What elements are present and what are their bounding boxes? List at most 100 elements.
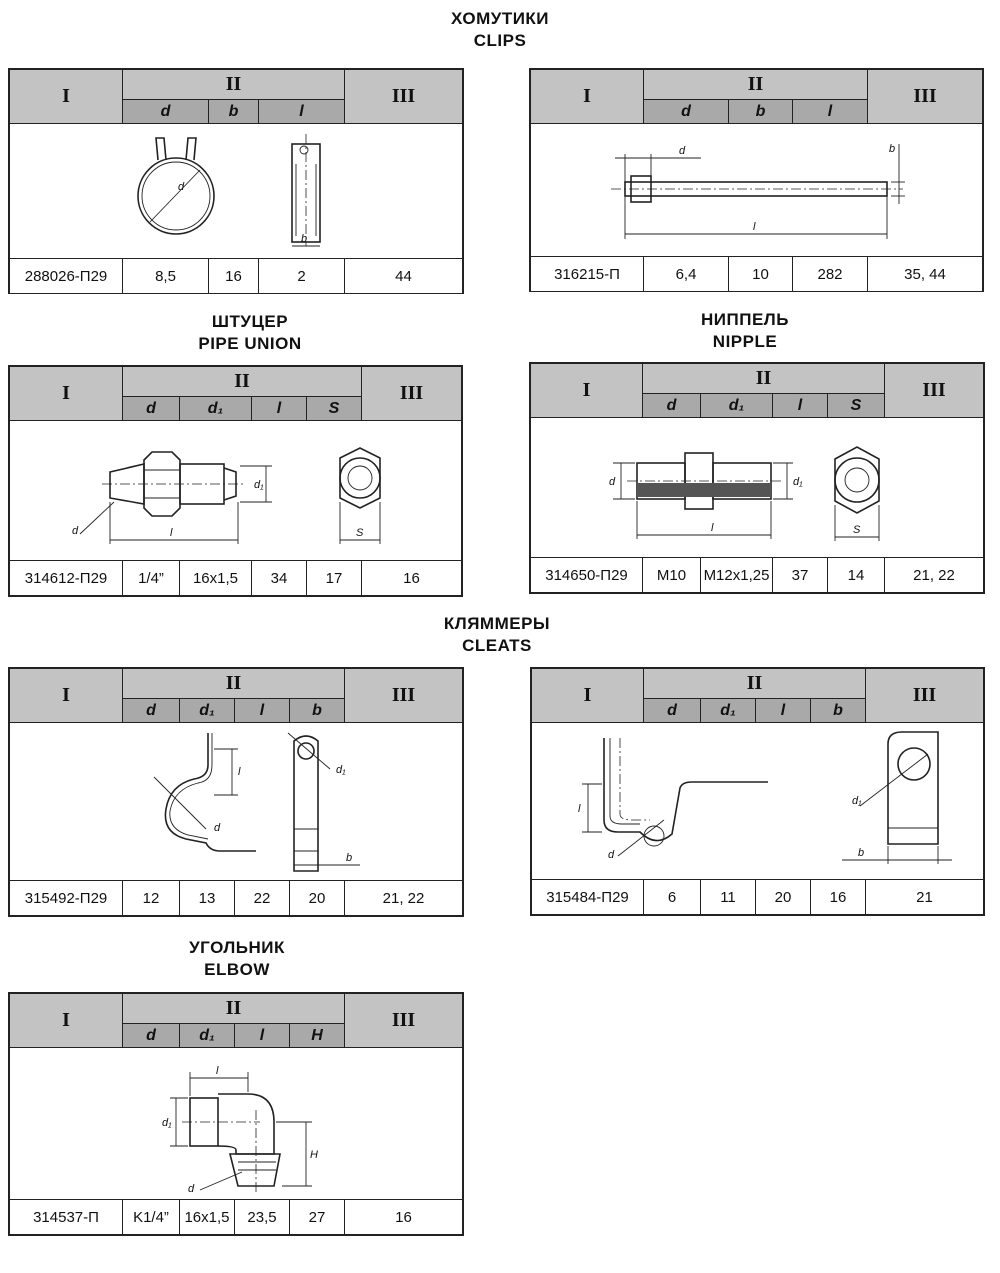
param-header: l	[251, 396, 307, 421]
dim-label-d1: d₁	[793, 476, 803, 488]
ref-value: 21	[865, 879, 984, 915]
col-header-i: I	[9, 668, 123, 723]
param-header: H	[288, 1023, 346, 1048]
dim-label-d1: d₁	[336, 764, 346, 776]
param-value: 23,5	[234, 1199, 290, 1235]
param-header: d	[122, 99, 209, 124]
dim-label-d: d	[679, 145, 686, 157]
part-card-314537: I II III d d₁ l H l d₁ H d 314537-П	[8, 992, 464, 1236]
col-header-iii: III	[867, 69, 983, 124]
dim-label-l: l	[216, 1065, 219, 1077]
dim-label-b: b	[346, 852, 352, 864]
col-header-i: I	[530, 363, 643, 418]
elbow-drawing: l d₁ H d	[162, 1065, 318, 1195]
part-card-315484: I II III d d₁ l b l d d₁ b 315484-П	[530, 667, 985, 916]
col-header-iii: III	[361, 366, 462, 421]
section-title-ru: НИППЕЛЬ	[701, 310, 789, 329]
section-title-nipple: НИППЕЛЬ NIPPLE	[625, 309, 865, 353]
param-value: 17	[305, 560, 363, 596]
drawing-cell: d b	[9, 123, 463, 259]
param-value: 6	[643, 879, 701, 915]
dim-label-d: d	[178, 181, 185, 193]
part-card-315492: I II III d d₁ l b l d d₁ b 315492-П29 12…	[8, 667, 464, 917]
dim-label-l: l	[578, 803, 581, 815]
param-header: d₁	[179, 698, 235, 723]
section-title-pipe-union: ШТУЦЕР PIPE UNION	[130, 311, 370, 355]
param-value: 8,5	[122, 258, 209, 294]
ref-value: 44	[344, 258, 463, 294]
section-title-ru: ХОМУТИКИ	[450, 9, 550, 28]
col-header-ii: II	[642, 668, 867, 699]
param-value: 6,4	[643, 256, 729, 292]
param-value: 12	[122, 880, 180, 916]
ref-value: 35, 44	[867, 256, 983, 292]
section-title-elbow: УГОЛЬНИК ELBOW	[117, 937, 357, 981]
col-header-i: I	[531, 668, 644, 723]
col-header-i: I	[9, 69, 123, 124]
section-title-en: ELBOW	[204, 960, 270, 979]
section-title-ru: КЛЯММЕРЫ	[443, 614, 551, 633]
param-header: l	[772, 393, 828, 418]
section-title-en: CLEATS	[462, 636, 532, 655]
pipe-union-drawing: l d d₁ S	[72, 446, 381, 544]
part-number: 314537-П	[9, 1199, 123, 1235]
col-header-ii: II	[121, 366, 363, 397]
param-header: l	[257, 99, 346, 124]
part-number: 315492-П29	[9, 880, 123, 916]
drawing-cell: l d d₁ S	[9, 420, 462, 561]
cleat-drawing-a: l d d₁ b	[153, 732, 360, 872]
param-header: d	[122, 698, 180, 723]
col-header-iii: III	[884, 363, 984, 418]
dim-label-d: d	[72, 525, 79, 537]
param-value: 11	[700, 879, 756, 915]
param-value: 16	[809, 879, 867, 915]
param-value: 282	[791, 256, 869, 292]
dim-label-l: l	[238, 766, 241, 778]
ref-value: 16	[361, 560, 462, 596]
part-number: 314650-П29	[530, 557, 643, 593]
dim-label-s: S	[356, 527, 364, 539]
param-header: l	[234, 1023, 290, 1048]
col-header-i: I	[9, 993, 123, 1048]
dim-label-d: d	[188, 1183, 195, 1195]
param-value: 20	[288, 880, 346, 916]
part-card-314650: I II III d d₁ l S d d₁ l	[529, 362, 985, 594]
dim-label-h: H	[310, 1149, 318, 1161]
part-card-314612: I II III d d₁ l S l d d₁	[8, 365, 463, 597]
col-header-i: I	[9, 366, 123, 421]
param-header: d₁	[700, 698, 756, 723]
part-card-316215: I II III d b l d l b 316215-П 6,4 10 282	[529, 68, 984, 292]
col-header-ii: II	[121, 69, 346, 100]
ref-value: 21, 22	[884, 557, 984, 593]
param-value: 13	[179, 880, 235, 916]
param-value: 16x1,5	[179, 560, 252, 596]
dim-label-d: d	[608, 849, 615, 861]
dim-label-b: b	[858, 847, 864, 859]
param-header: l	[791, 99, 869, 124]
dim-label-l: l	[711, 522, 714, 534]
dim-label-d: d	[609, 476, 616, 488]
param-value: 20	[755, 879, 811, 915]
param-header: b	[809, 698, 867, 723]
section-title-cleats: КЛЯММЕРЫ CLEATS	[377, 613, 617, 657]
param-value: 37	[772, 557, 828, 593]
clip-drawing: d b	[137, 134, 321, 247]
drawing-cell: d l b	[530, 123, 983, 257]
param-value: 14	[826, 557, 886, 593]
drawing-cell: l d d₁ b	[531, 722, 984, 880]
part-number: 314612-П29	[9, 560, 123, 596]
col-header-iii: III	[344, 668, 463, 723]
param-value: 16x1,5	[179, 1199, 235, 1235]
col-header-iii: III	[344, 69, 463, 124]
param-header: d	[643, 99, 729, 124]
part-card-288026: I II III d b l d b 288026-П29 8,5 16 2 4…	[8, 68, 464, 294]
param-header: l	[755, 698, 811, 723]
param-value: 34	[251, 560, 307, 596]
col-header-ii: II	[121, 993, 346, 1024]
dim-label-d: d	[214, 822, 221, 834]
drawing-cell: d d₁ l S	[530, 417, 984, 558]
param-value: 22	[234, 880, 290, 916]
dim-label-l: l	[753, 221, 756, 233]
param-value: K1/4”	[122, 1199, 180, 1235]
drawing-cell: l d d₁ b	[9, 722, 463, 881]
